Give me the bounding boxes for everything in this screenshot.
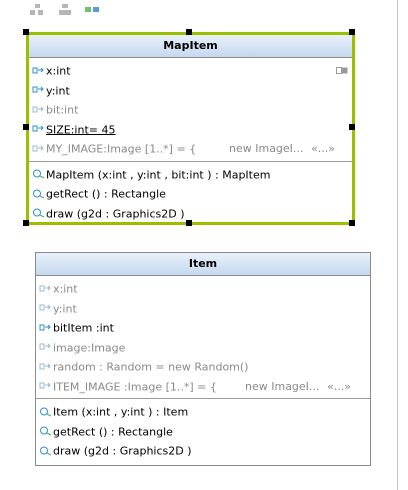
attribute-text: random : Random = new Random()	[53, 360, 249, 374]
method-icon	[33, 169, 45, 179]
attribute-row[interactable]: MY_IMAGE:Image [1..*] = { new ImageI... …	[29, 139, 352, 159]
resize-handle[interactable]	[186, 220, 192, 226]
field-icon	[32, 86, 44, 93]
operation-text: MapItem (x:int , y:int , bit:int ) : Map…	[46, 167, 271, 181]
method-icon	[33, 208, 45, 218]
resize-handle[interactable]	[349, 124, 355, 130]
method-icon	[33, 189, 45, 198]
class-name: Item	[36, 253, 370, 276]
operation-row[interactable]: MapItem (x:int , y:int , bit:int ) : Map…	[29, 165, 352, 185]
show-connections-icon[interactable]	[85, 4, 101, 17]
class-box-mapitem[interactable]: MapItem x:int y:int bit:int SIZE:int= 45…	[26, 32, 355, 225]
operation-row[interactable]: draw (g2d : Graphics2D )	[36, 441, 370, 461]
operation-row[interactable]: Item (x:int , y:int ) : Item	[36, 402, 370, 422]
method-icon	[40, 446, 52, 455]
operation-text: draw (g2d : Graphics2D )	[53, 444, 192, 458]
attribute-row[interactable]: SIZE:int= 45	[29, 120, 352, 140]
field-icon	[39, 324, 51, 330]
operations-compartment: MapItem (x:int , y:int , bit:int ) : Map…	[29, 162, 352, 226]
attribute-text: bit:int	[46, 103, 79, 117]
attribute-row[interactable]: random : Random = new Random()	[36, 357, 370, 377]
resize-handle[interactable]	[186, 29, 192, 35]
attribute-text: image:Image	[53, 340, 126, 354]
field-icon	[39, 285, 51, 291]
field-icon	[32, 106, 44, 112]
attribute-row[interactable]: bit:int	[29, 100, 352, 120]
attribute-text: MY_IMAGE:Image [1..*] = {	[46, 142, 197, 156]
collapse-compartment-icon[interactable]	[336, 67, 348, 74]
attribute-text: ITEM_IMAGE :Image [1..*] = {	[53, 379, 217, 393]
attributes-compartment: x:int y:int bit:int SIZE:int= 45 MY_IMAG…	[29, 58, 352, 162]
operations-compartment: Item (x:int , y:int ) : Item getRect () …	[36, 399, 370, 463]
operation-row[interactable]: getRect () : Rectangle	[29, 184, 352, 204]
attribute-row[interactable]: y:int	[29, 81, 352, 101]
attribute-text: y:int	[53, 301, 77, 315]
more-indicator[interactable]: «...»	[327, 379, 351, 393]
field-icon	[39, 382, 51, 389]
arrange-layout-icon[interactable]	[30, 4, 46, 17]
attribute-text: bitItem :int	[53, 321, 114, 335]
operation-row[interactable]: getRect () : Rectangle	[36, 422, 370, 442]
operation-row[interactable]: draw (g2d : Graphics2D )	[29, 204, 352, 224]
resize-handle[interactable]	[23, 29, 29, 35]
field-icon	[39, 343, 51, 350]
attribute-row[interactable]: bitItem :int	[36, 318, 370, 338]
attribute-initial-value: new ImageI...	[245, 379, 320, 393]
resize-handle[interactable]	[349, 29, 355, 35]
class-name: MapItem	[29, 35, 352, 58]
attributes-compartment: x:int y:int bitItem :int image:Image ran…	[36, 276, 370, 399]
field-icon	[39, 304, 51, 311]
canvas-border	[397, 0, 398, 490]
attribute-text: x:int	[53, 282, 78, 296]
resize-handle[interactable]	[23, 124, 29, 130]
operation-text: getRect () : Rectangle	[46, 187, 166, 201]
attribute-row[interactable]: ITEM_IMAGE :Image [1..*] = { new ImageI.…	[36, 377, 370, 397]
method-icon	[40, 407, 52, 416]
method-icon	[40, 426, 52, 436]
operation-text: getRect () : Rectangle	[53, 424, 173, 438]
resize-handle[interactable]	[23, 220, 29, 226]
field-icon	[32, 125, 44, 132]
attribute-text: x:int	[46, 64, 71, 78]
attribute-text: y:int	[46, 83, 70, 97]
attribute-row[interactable]: x:int	[36, 279, 370, 299]
field-icon	[32, 145, 44, 151]
arrange-layout-alt-icon[interactable]	[58, 4, 74, 17]
resize-handle[interactable]	[349, 220, 355, 226]
class-box-item[interactable]: Item x:int y:int bitItem :int image:Imag…	[35, 252, 371, 466]
operation-text: Item (x:int , y:int ) : Item	[53, 405, 189, 419]
field-icon	[39, 363, 51, 369]
field-icon	[32, 67, 44, 73]
attribute-text: SIZE:int= 45	[46, 122, 116, 136]
attribute-initial-value: new ImageI...	[229, 142, 304, 155]
attribute-row[interactable]: x:int	[29, 61, 352, 81]
more-indicator[interactable]: «...»	[311, 142, 335, 155]
attribute-row[interactable]: y:int	[36, 299, 370, 319]
operation-text: draw (g2d : Graphics2D )	[46, 206, 185, 220]
attribute-row[interactable]: image:Image	[36, 338, 370, 358]
